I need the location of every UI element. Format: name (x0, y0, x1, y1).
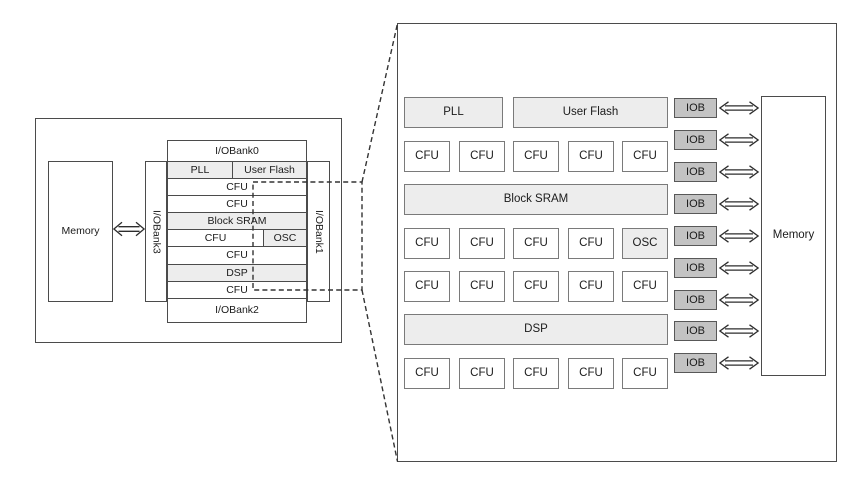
detail-iob-box: IOB (674, 353, 717, 373)
detail-block-sram-box: Block SRAM (404, 184, 668, 215)
detail-cfu-box: CFU (459, 141, 505, 172)
overview-cfu-box: CFU (167, 281, 307, 299)
overview-iobank2-box: I/OBank2 (167, 298, 307, 323)
detail-cfu-box: CFU (568, 271, 614, 302)
detail-cfu-box: CFU (622, 141, 668, 172)
detail-cfu-box: CFU (513, 141, 559, 172)
overview-dsp-box: DSP (167, 264, 307, 282)
zoom-callout-line-top (361, 23, 399, 183)
overview-user-flash-box: User Flash (232, 161, 307, 179)
overview-pll-box: PLL (167, 161, 233, 179)
detail-cfu-box: CFU (404, 271, 450, 302)
overview-iobank0-box: I/OBank0 (167, 140, 307, 162)
detail-iob-box: IOB (674, 98, 717, 118)
detail-cfu-box: CFU (404, 358, 450, 389)
overview-cfu-box: CFU (167, 178, 307, 196)
detail-pll-box: PLL (404, 97, 503, 128)
overview-memory-box: Memory (48, 161, 113, 302)
detail-iob-box: IOB (674, 290, 717, 310)
detail-osc-box: OSC (622, 228, 668, 259)
overview-block-sram-box: Block SRAM (167, 212, 307, 230)
detail-iob-box: IOB (674, 194, 717, 214)
detail-memory-box: Memory (761, 96, 826, 376)
detail-cfu-box: CFU (622, 271, 668, 302)
detail-cfu-box: CFU (513, 228, 559, 259)
detail-cfu-box: CFU (513, 358, 559, 389)
detail-dsp-box: DSP (404, 314, 668, 345)
detail-cfu-box: CFU (459, 271, 505, 302)
detail-iob-box: IOB (674, 226, 717, 246)
overview-osc-box: OSC (263, 229, 307, 247)
overview-cfu-box: CFU (167, 246, 307, 265)
detail-cfu-box: CFU (513, 271, 559, 302)
detail-cfu-box: CFU (404, 228, 450, 259)
overview-cfu-box: CFU (167, 229, 264, 247)
detail-cfu-box: CFU (459, 358, 505, 389)
detail-panel (397, 23, 837, 462)
detail-cfu-box: CFU (404, 141, 450, 172)
overview-iobank3-box: I/OBank3 (145, 161, 167, 302)
detail-cfu-box: CFU (568, 358, 614, 389)
overview-iobank1-box: I/OBank1 (307, 161, 330, 302)
detail-cfu-box: CFU (568, 141, 614, 172)
detail-iob-box: IOB (674, 321, 717, 341)
detail-cfu-box: CFU (622, 358, 668, 389)
detail-cfu-box: CFU (459, 228, 505, 259)
overview-cfu-box: CFU (167, 195, 307, 213)
detail-iob-box: IOB (674, 258, 717, 278)
zoom-callout-line-bottom (361, 289, 399, 462)
detail-cfu-box: CFU (568, 228, 614, 259)
detail-user-flash-box: User Flash (513, 97, 668, 128)
detail-iob-box: IOB (674, 130, 717, 150)
detail-iob-box: IOB (674, 162, 717, 182)
